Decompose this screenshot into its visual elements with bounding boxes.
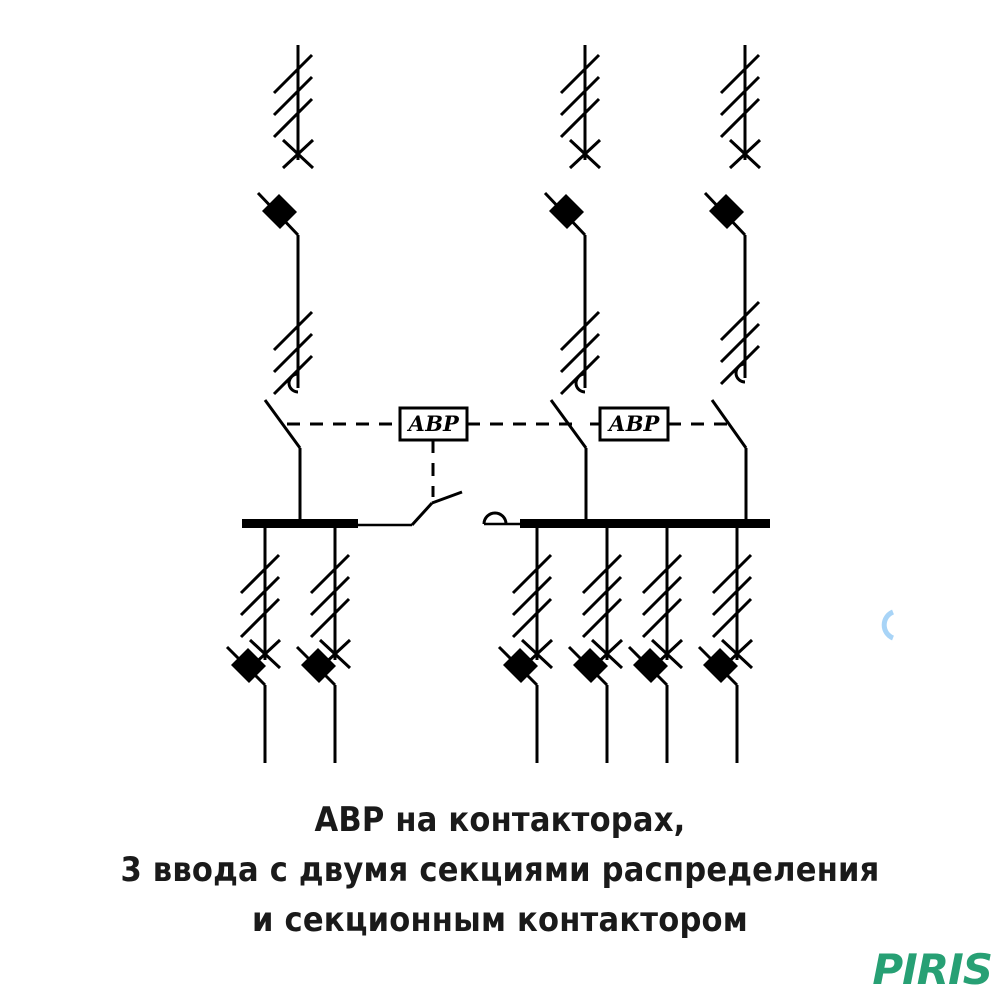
caption-line-1: АВР на контакторах, bbox=[314, 800, 686, 840]
busbar-section-2[interactable] bbox=[482, 511, 770, 528]
caption-line-2: 3 ввода с двумя секциями распределения bbox=[120, 850, 880, 890]
disconnector-icon[interactable] bbox=[719, 298, 761, 386]
circuit-breaker-icon[interactable] bbox=[719, 43, 762, 170]
feeder-column-2[interactable] bbox=[295, 528, 352, 765]
input-column-1[interactable] bbox=[256, 43, 400, 525]
input-column-2[interactable] bbox=[467, 43, 602, 525]
disconnector-icon[interactable] bbox=[272, 308, 314, 396]
disconnector-icon[interactable] bbox=[559, 308, 601, 396]
feeder-column-4[interactable] bbox=[567, 528, 624, 765]
avr-controller-label: АВР bbox=[607, 411, 661, 436]
contactor-icon[interactable] bbox=[627, 645, 670, 765]
avr-controller-label: АВР bbox=[406, 411, 460, 436]
feeder-column-6[interactable] bbox=[697, 528, 754, 765]
contactor-icon[interactable] bbox=[225, 645, 268, 765]
feeder-column-3[interactable] bbox=[497, 528, 554, 765]
input-2-switch[interactable] bbox=[549, 399, 588, 525]
busbar-section-1[interactable] bbox=[242, 519, 358, 528]
input-column-3[interactable] bbox=[668, 43, 762, 525]
contactor-icon[interactable] bbox=[295, 645, 338, 765]
feeder-column-1[interactable] bbox=[225, 528, 282, 765]
contactor-icon[interactable] bbox=[497, 645, 540, 765]
input-3-switch[interactable] bbox=[710, 399, 748, 525]
input-1-switch[interactable] bbox=[263, 399, 302, 525]
caption-line-3: и секционным контактором bbox=[252, 900, 748, 940]
contactor-icon[interactable] bbox=[543, 191, 587, 237]
circuit-breaker-icon[interactable] bbox=[272, 43, 315, 170]
piris-logo: PIRIS bbox=[872, 945, 993, 994]
avr-controller-box-1[interactable]: АВР bbox=[398, 406, 469, 442]
contactor-icon[interactable] bbox=[697, 645, 740, 765]
circuit-breaker-icon[interactable] bbox=[559, 43, 602, 170]
avr-controller-box-2[interactable]: АВР bbox=[598, 406, 670, 442]
blue-arc-artifact bbox=[881, 609, 895, 641]
section-contactor[interactable] bbox=[358, 490, 463, 527]
contactor-icon[interactable] bbox=[567, 645, 610, 765]
contactor-icon[interactable] bbox=[256, 191, 300, 237]
feeder-column-5[interactable] bbox=[627, 528, 684, 765]
contactor-icon[interactable] bbox=[703, 191, 747, 237]
